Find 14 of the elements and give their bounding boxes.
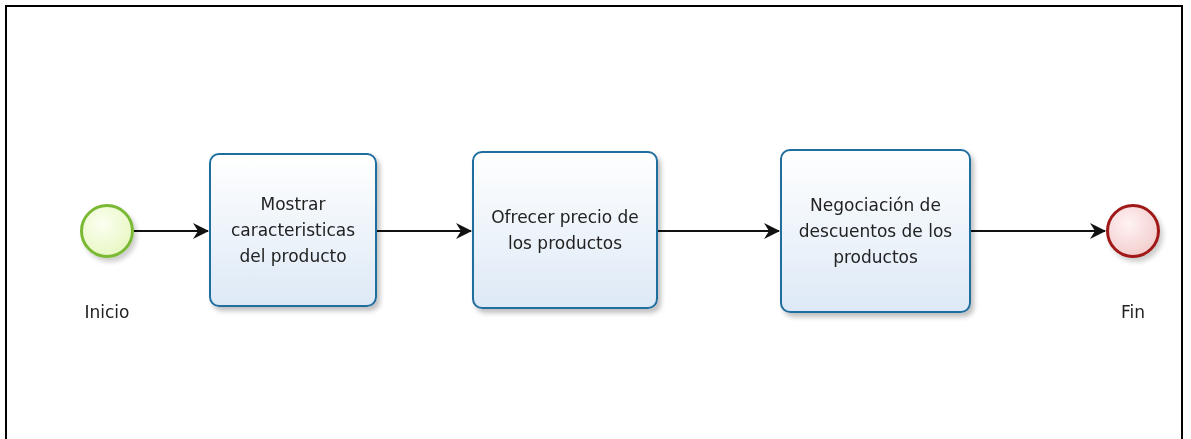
arrow: [376, 223, 472, 239]
end-event-circle: [1106, 204, 1160, 258]
arrow: [657, 223, 780, 239]
task-box: [209, 153, 377, 307]
task-label: Negociación de descuentos de los productos: [797, 194, 954, 269]
task-label: Ofrecer precio de los productos: [490, 206, 640, 255]
arrow: [133, 223, 209, 239]
task-label: Mostrar caracteristicas del producto: [229, 193, 357, 268]
arrow: [970, 223, 1106, 239]
event-label: Fin: [1121, 302, 1145, 322]
task-box: [780, 149, 971, 313]
event-label: Inicio: [84, 302, 130, 322]
task-box: [472, 151, 658, 309]
start-event-circle: [80, 204, 134, 258]
